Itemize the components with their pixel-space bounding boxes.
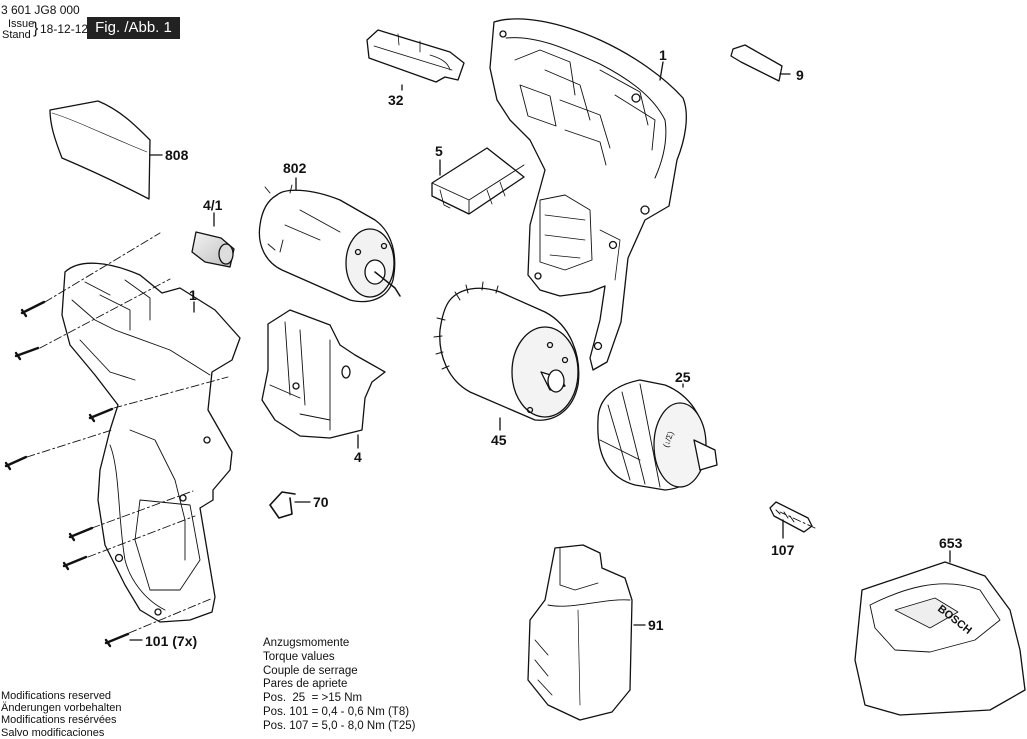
label-4: 4 [354, 449, 362, 465]
modifications-notice: Modifications reserved Änderungen vorbeh… [1, 690, 121, 739]
alignment-lines [26, 232, 816, 634]
screws-101 [4, 300, 130, 648]
nameplate-808 [49, 100, 151, 200]
mod-line: Änderungen vorbehalten [1, 702, 122, 715]
label-91: 91 [648, 617, 664, 633]
spring-clip-70 [269, 491, 296, 519]
issue-label: Issue [8, 18, 35, 30]
part-number: 3 601 JG8 000 [1, 3, 80, 17]
switch-slider-32 [366, 29, 465, 83]
battery-release-5 [431, 147, 525, 215]
housing-half-right-1 [489, 18, 687, 371]
label-70: 70 [313, 494, 329, 510]
torque-line: Pos. 107 = 5,0 - 8,0 Nm (T25) [263, 719, 416, 732]
mod-line: Modifications reserved [1, 690, 112, 702]
label-1-right: 1 [659, 47, 667, 63]
torque-values: Anzugsmomente Torque values Couple de se… [263, 637, 415, 734]
label-45: 45 [491, 432, 507, 448]
label-808: 808 [165, 147, 189, 163]
label-653: 653 [939, 535, 963, 551]
torque-line: Pos. 101 = 0,4 - 0,6 Nm (T8) [263, 705, 410, 718]
chuck-25: (↓/Σ) [597, 379, 718, 491]
torque-line: Couple de serrage [263, 664, 358, 677]
figure-label: Fig. /Abb. 1 [87, 17, 180, 39]
stand-label: Stand [2, 29, 31, 41]
part-labels: 9 808 32 5 1 4/1 802 1 4 45 25 70 107 91… [145, 47, 963, 649]
label-802: 802 [283, 160, 307, 176]
torque-line: Pos. 25 = >15 Nm [263, 692, 363, 705]
switch-4 [261, 309, 386, 439]
mod-line: Modifications resérvées [1, 714, 117, 727]
torque-line: Pares de apriete [263, 678, 348, 691]
gearbox-45 [433, 281, 580, 421]
sleeve-4-1 [191, 231, 235, 268]
motor-802 [258, 184, 401, 303]
label-32: 32 [388, 92, 404, 108]
label-25: 25 [675, 369, 691, 385]
label-1-left: 1 [189, 287, 197, 303]
torque-line: Torque values [263, 650, 335, 663]
mod-line: Salvo modificaciones [1, 726, 105, 739]
charger-653: BOSCH [854, 561, 1026, 716]
battery-91 [527, 544, 633, 721]
housing-half-left-1 [61, 262, 241, 623]
screw-107 [769, 501, 813, 533]
label-5: 5 [435, 143, 443, 159]
label-107: 107 [771, 542, 795, 558]
date: 18-12-12 [40, 22, 89, 36]
label-strip-9 [730, 44, 783, 82]
label-4-1: 4/1 [203, 197, 223, 213]
torque-line: Anzugsmomente [263, 637, 350, 649]
label-101: 101 (7x) [145, 633, 197, 649]
label-9: 9 [796, 67, 804, 83]
header-brace: } [33, 20, 39, 37]
